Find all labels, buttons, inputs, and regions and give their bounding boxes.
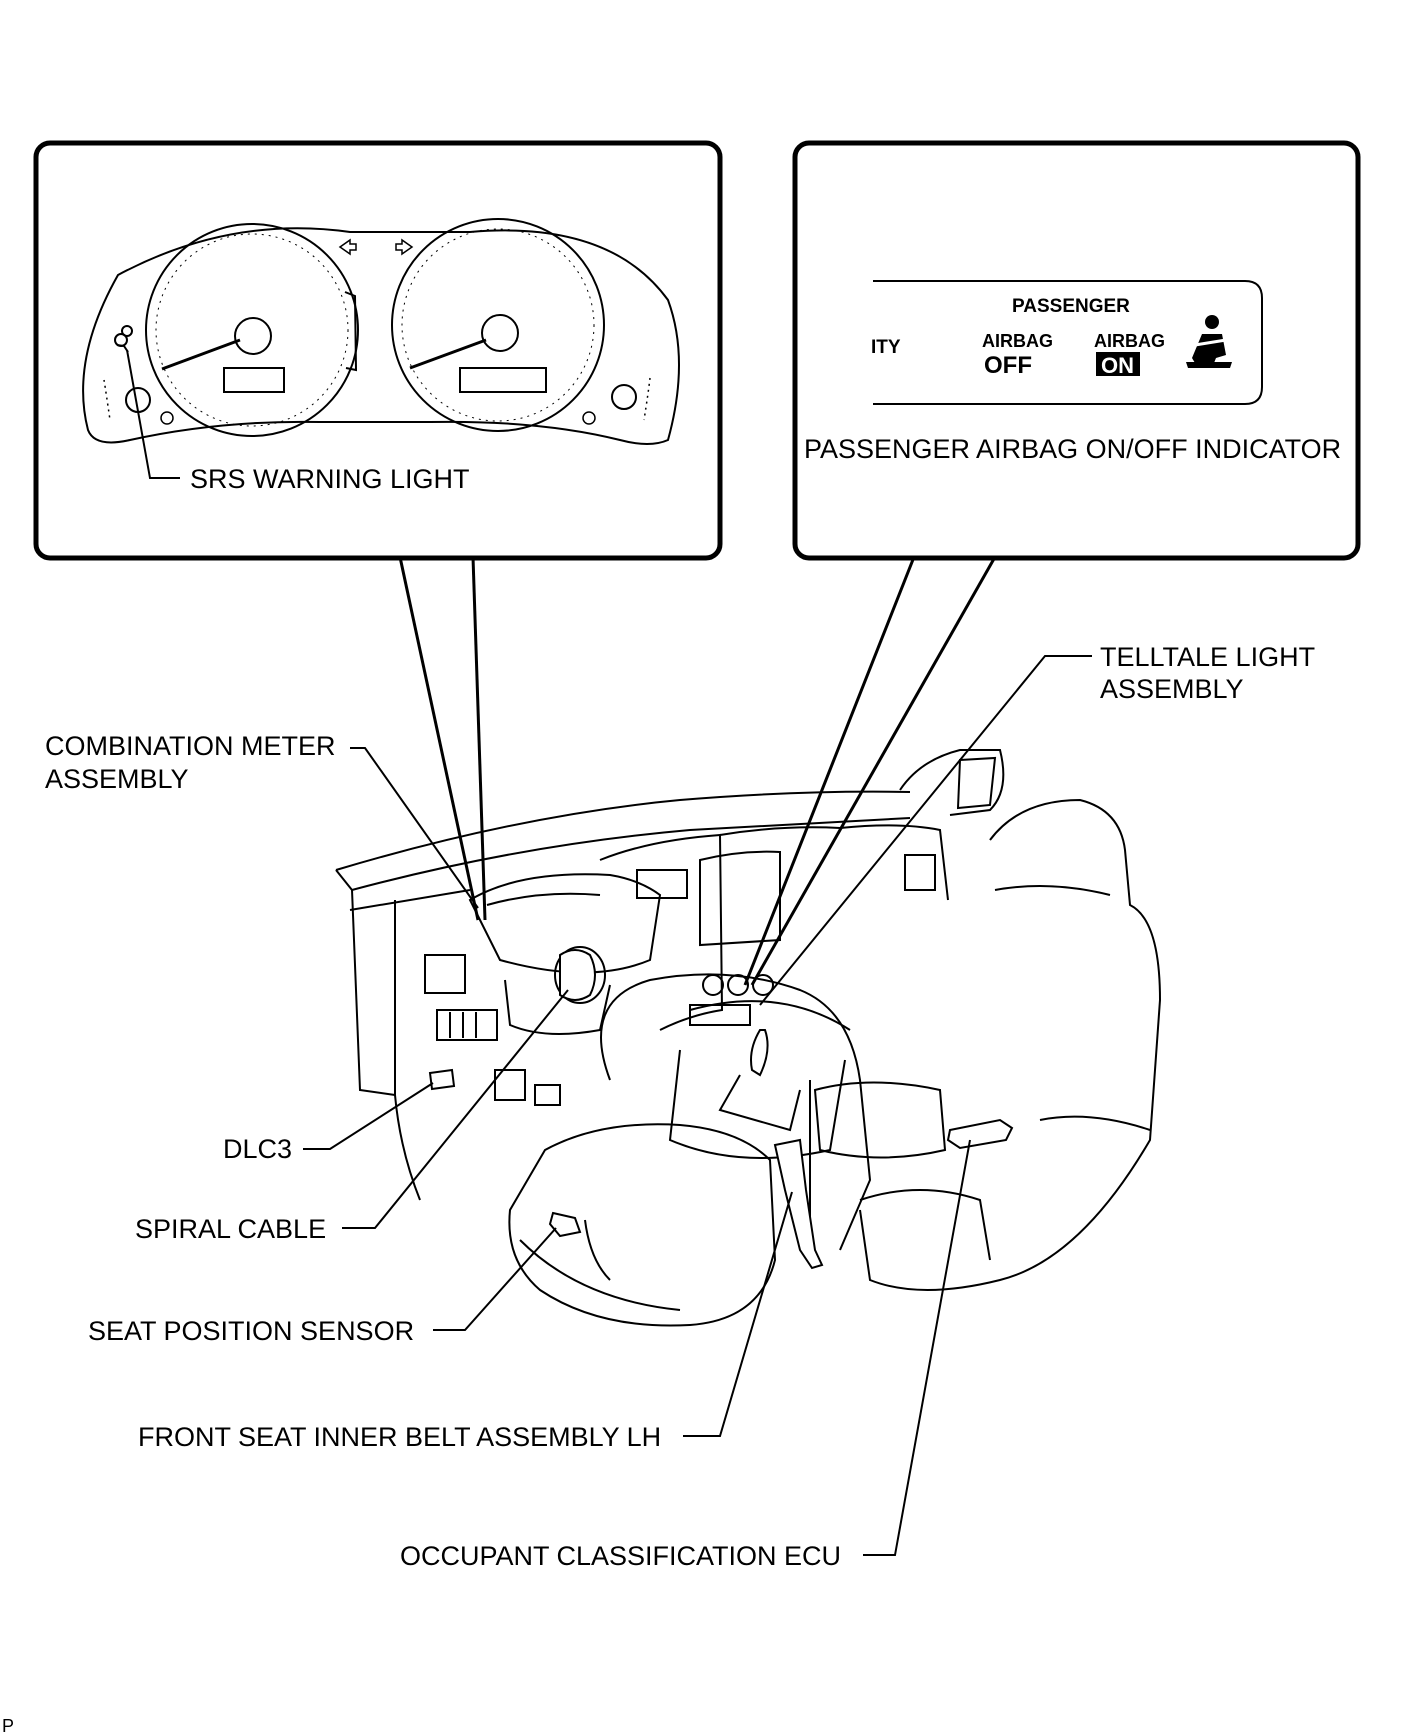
component-labels: TELLTALE LIGHT ASSEMBLY COMBINATION METE…: [45, 642, 1315, 1571]
passenger-airbag-detail-panel: ITY PASSENGER AIRBAG OFF AIRBAG ON PASSE…: [792, 140, 1361, 561]
telltale-light-label-line1: TELLTALE LIGHT: [1100, 642, 1315, 672]
turn-right-icon: [395, 238, 414, 256]
combination-meter-label-line1: COMBINATION METER: [45, 731, 336, 761]
occupant-ecu-body: [946, 1118, 1014, 1150]
seat-position-sensor-label: SEAT POSITION SENSOR: [88, 1316, 414, 1346]
tachometer-right: [391, 218, 605, 432]
passenger-airbag-indicator-label: PASSENGER AIRBAG ON/OFF INDICATOR: [804, 434, 1341, 464]
turn-left-icon: [338, 238, 357, 256]
speedometer-left: [145, 223, 359, 437]
seat-position-sensor-body: [548, 1211, 582, 1238]
indicator-airbag-off-top: AIRBAG: [982, 331, 1053, 351]
srs-warning-light-label: SRS WARNING LIGHT: [190, 464, 470, 494]
combination-meter-detail-panel: SRS WARNING LIGHT: [33, 140, 723, 561]
indicator-airbag-off-bottom: OFF: [984, 352, 1032, 379]
srs-warning-icon: [114, 325, 133, 353]
indicator-display-outline: [873, 280, 1263, 405]
vehicle-interior-illustration: [335, 749, 1162, 1327]
spiral-cable-body: [559, 949, 596, 1001]
corner-mark: P: [2, 1716, 14, 1734]
meter-cluster-outline: [82, 227, 680, 445]
front-seat-inner-belt-label: FRONT SEAT INNER BELT ASSEMBLY LH: [138, 1422, 661, 1452]
telltale-light-label-line2: ASSEMBLY: [1100, 674, 1244, 704]
indicator-passenger-label: PASSENGER: [1012, 296, 1130, 317]
label-leader-lines: [303, 655, 1092, 1556]
occupant-classification-ecu-label: OCCUPANT CLASSIFICATION ECU: [400, 1541, 841, 1571]
dlc3-label: DLC3: [223, 1134, 292, 1164]
indicator-airbag-on-top: AIRBAG: [1094, 331, 1165, 351]
indicator-on-highlight: [1096, 352, 1140, 376]
seatbelt-warning-icon: [1186, 315, 1232, 368]
indicator-airbag-on-bottom: ON: [1101, 353, 1134, 378]
spiral-cable-label: SPIRAL CABLE: [135, 1214, 326, 1244]
indicator-partial-text: ITY: [871, 337, 901, 358]
inner-belt-buckle: [773, 1138, 824, 1270]
dlc3-connector: [428, 1068, 456, 1091]
combination-meter-label-line2: ASSEMBLY: [45, 764, 189, 794]
panel-pointer-lines: [398, 556, 997, 986]
